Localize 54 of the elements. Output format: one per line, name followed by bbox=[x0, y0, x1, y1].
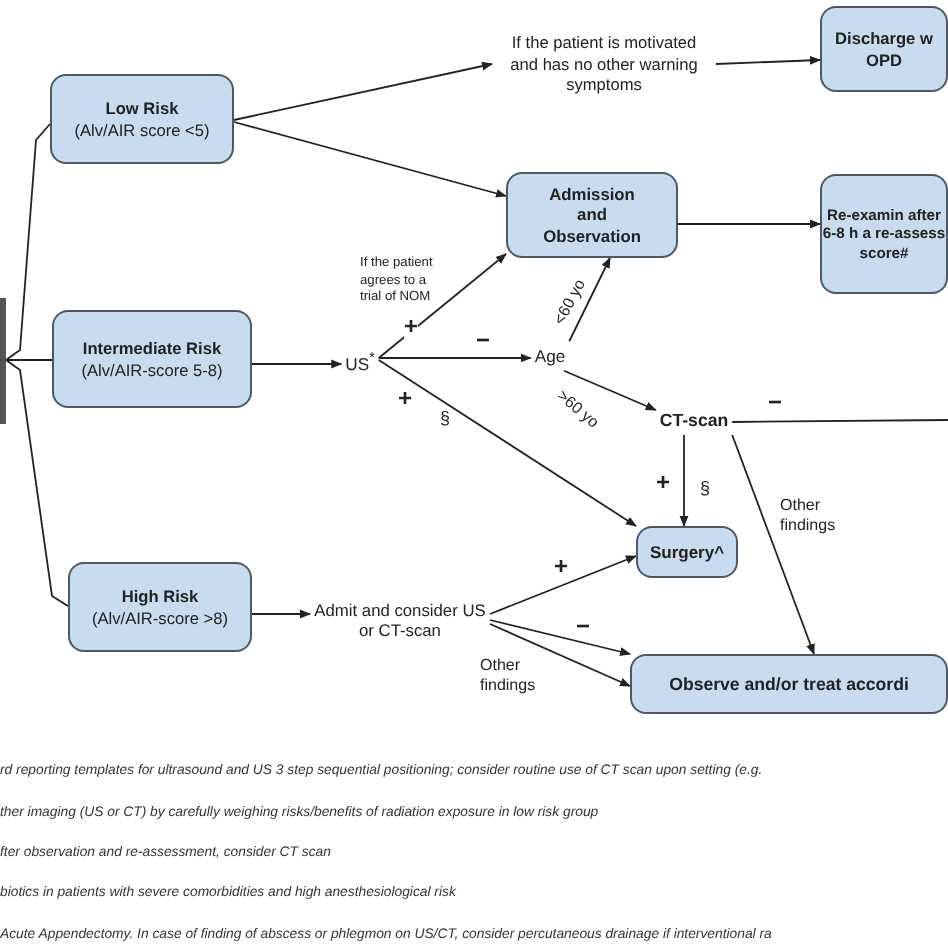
connector-line bbox=[5, 359, 69, 607]
box-title: Low Risk bbox=[105, 98, 179, 119]
box-title: Surgery^ bbox=[649, 541, 725, 563]
condition-text: CT-scan bbox=[659, 409, 729, 431]
arrow bbox=[377, 359, 637, 527]
arrow bbox=[377, 353, 532, 363]
connector-line bbox=[731, 419, 948, 423]
cut-off-bar bbox=[0, 298, 6, 424]
edge-label: >60 yo bbox=[553, 388, 602, 432]
edge-label: Other findings bbox=[480, 656, 538, 696]
arrow bbox=[731, 434, 815, 655]
edge-label: + bbox=[656, 470, 671, 494]
process-box bbox=[50, 74, 234, 164]
arrow bbox=[233, 61, 493, 121]
box-title: Observe and/or treat accordi bbox=[669, 673, 909, 695]
footnote-mark: § bbox=[440, 410, 451, 428]
arrow bbox=[251, 359, 343, 369]
process-box bbox=[636, 526, 738, 578]
process-box bbox=[630, 654, 948, 714]
connector-line bbox=[5, 123, 51, 361]
edge-label: + bbox=[398, 386, 413, 410]
arrow bbox=[568, 257, 611, 343]
footnote-mark: § bbox=[700, 480, 711, 498]
process-box bbox=[820, 174, 948, 294]
connector-line bbox=[5, 359, 53, 361]
process-box bbox=[68, 562, 252, 652]
arrow bbox=[233, 121, 507, 198]
condition-text: US$^{*}$ bbox=[345, 349, 375, 375]
box-subtitle: (Alv/AIR-score >8) bbox=[91, 607, 228, 628]
arrow bbox=[715, 56, 821, 65]
edge-label: + bbox=[404, 314, 419, 338]
box-title: Admission and Observation bbox=[541, 183, 643, 247]
process-box bbox=[506, 172, 678, 258]
box-subtitle: (Alv/AIR score <5) bbox=[74, 119, 210, 140]
arrow bbox=[377, 253, 507, 359]
edge-label: + bbox=[554, 554, 569, 578]
arrow bbox=[563, 369, 657, 411]
arrow bbox=[489, 623, 631, 687]
condition-text: Age bbox=[534, 345, 566, 367]
condition-text: Admit and consider US or CT-scan bbox=[314, 599, 486, 641]
arrow bbox=[489, 555, 637, 615]
process-box bbox=[820, 6, 948, 92]
edge-label: Other findings bbox=[780, 496, 838, 536]
process-box bbox=[52, 310, 252, 408]
box-title: High Risk bbox=[121, 586, 199, 607]
arrow bbox=[677, 219, 821, 229]
arrow bbox=[489, 619, 631, 656]
edge-label: <60 yo bbox=[552, 277, 589, 328]
box-title: Discharge w OPD bbox=[833, 28, 935, 70]
condition-text: If the patient is motivated and has no other warning symptoms bbox=[508, 32, 700, 96]
box-title: Intermediate Risk bbox=[82, 338, 222, 359]
box-subtitle: (Alv/AIR-score 5-8) bbox=[81, 359, 223, 380]
arrow bbox=[251, 609, 311, 619]
arrow bbox=[679, 434, 689, 527]
